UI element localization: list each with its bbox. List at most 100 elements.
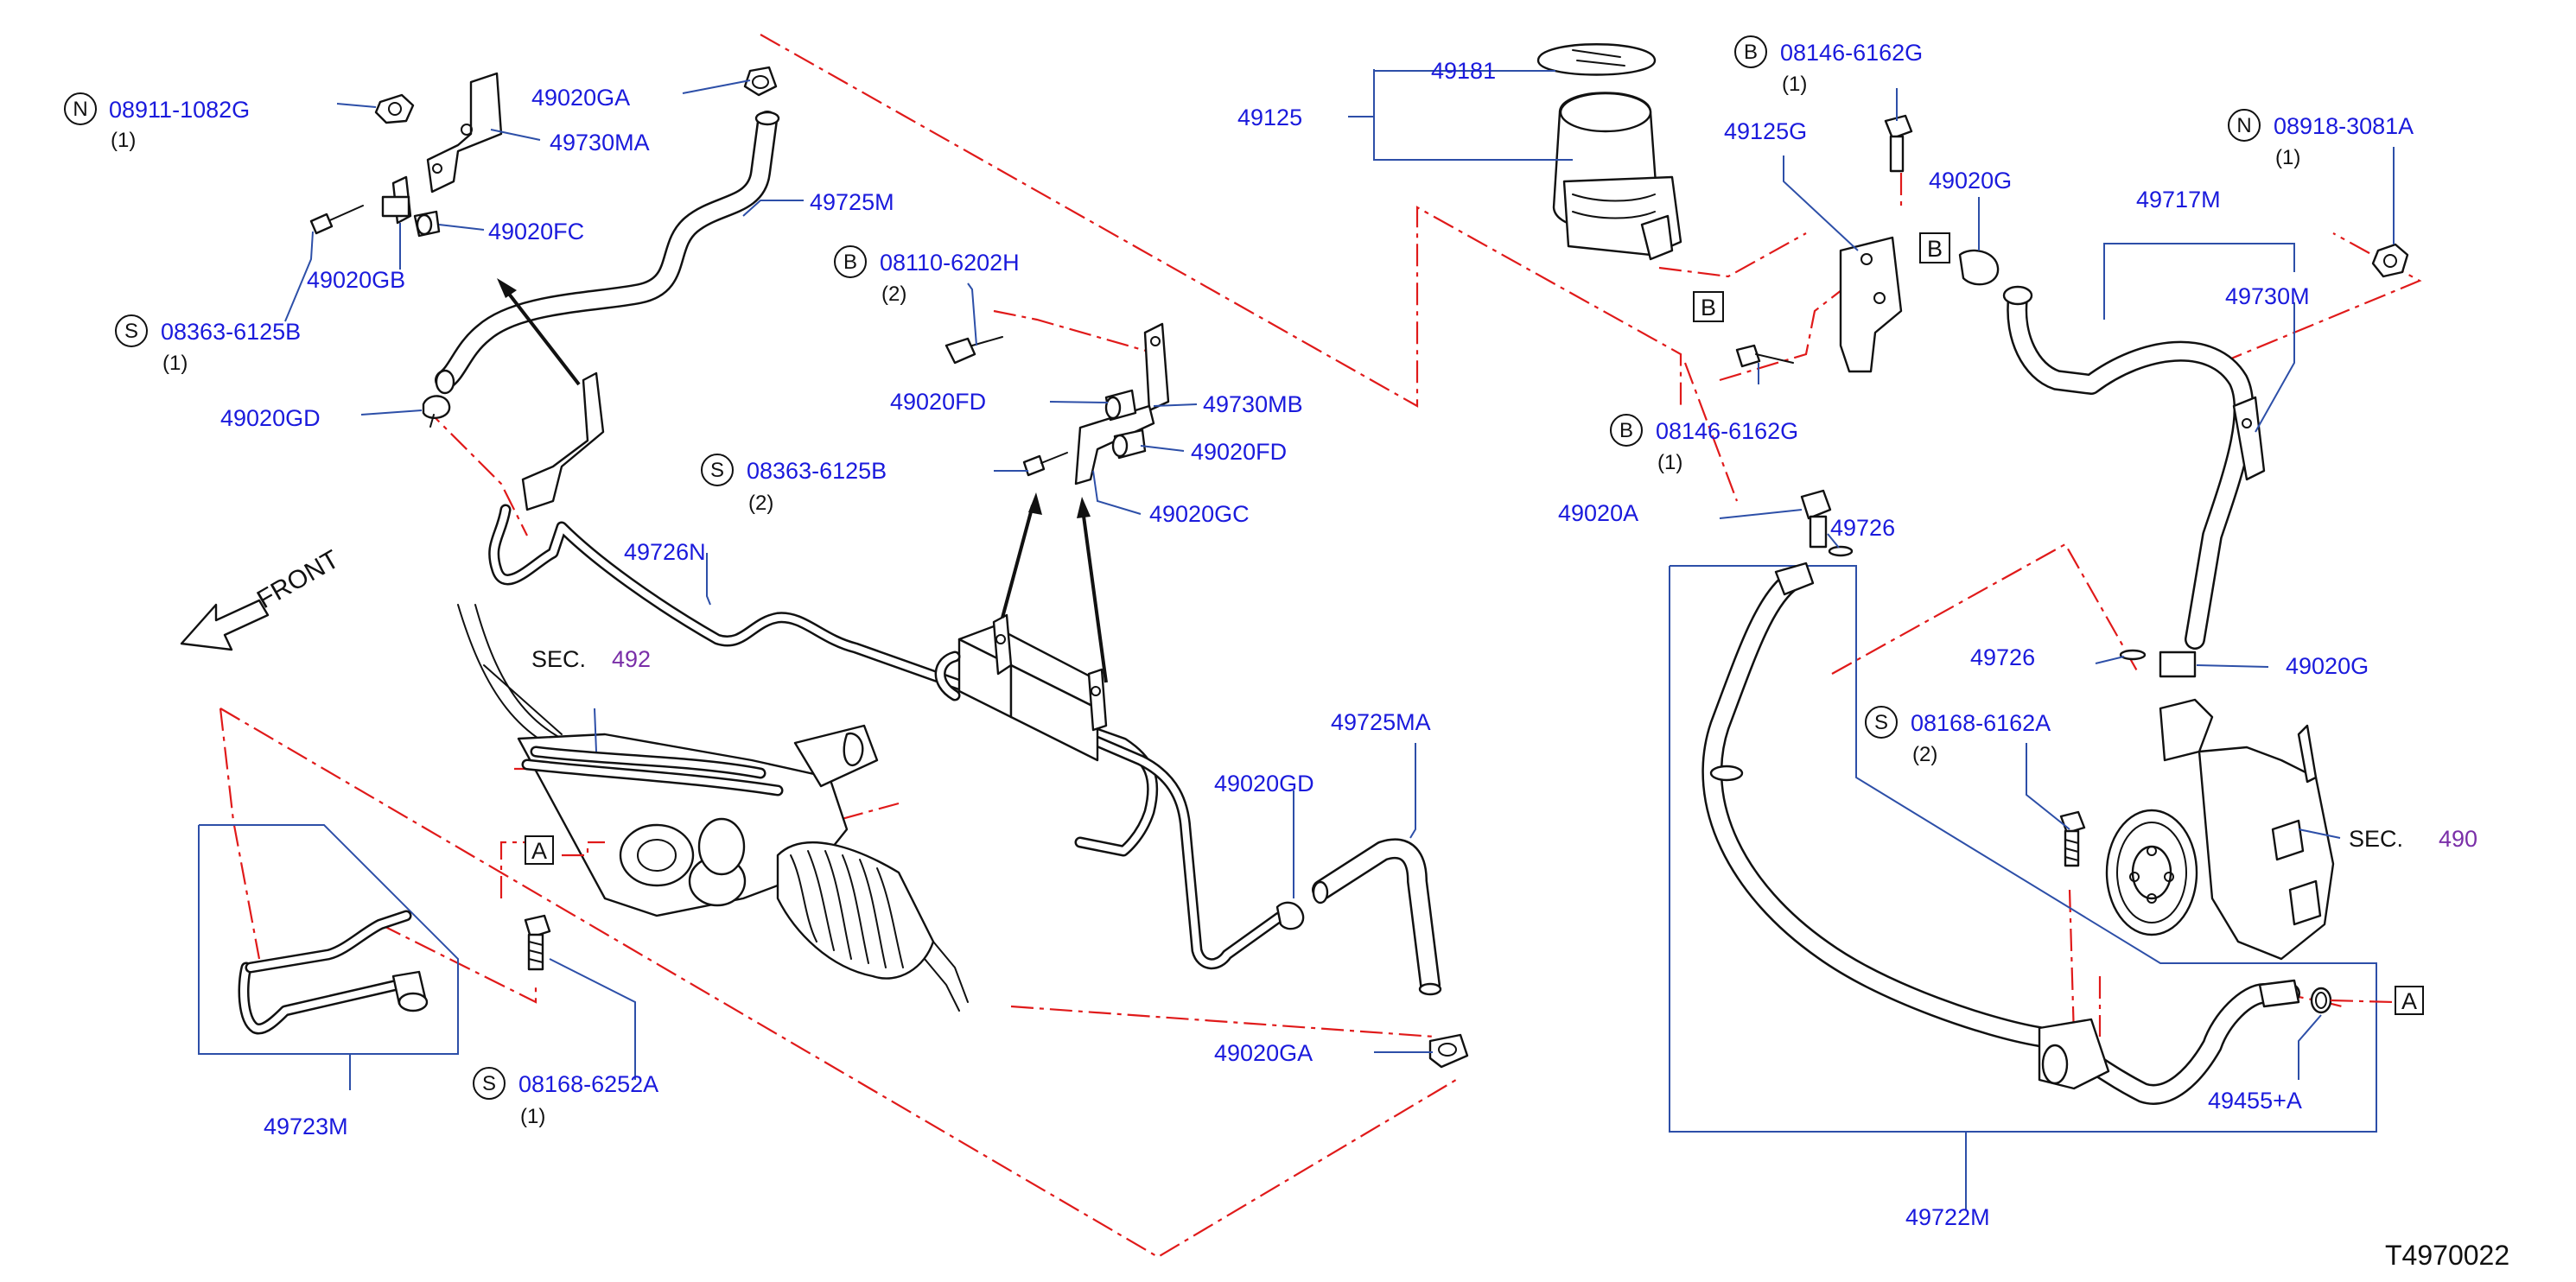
label-49020G-top: 49020G (1929, 168, 2012, 194)
svg-text:(2): (2) (1912, 743, 1937, 766)
front-direction-arrow (180, 599, 270, 651)
label-49020GB: 49020GB (307, 267, 405, 293)
svg-text:08363-6125B: 08363-6125B (161, 319, 301, 345)
pump-assembly (2105, 698, 2335, 961)
clamp-49020GD-left (422, 395, 451, 428)
svg-text:N: N (2236, 114, 2251, 137)
bracket-49730MB (1074, 322, 1170, 486)
svg-text:N: N (73, 98, 87, 121)
svg-text:08110-6202H: 08110-6202H (880, 250, 1020, 276)
svg-text:08168-6252A: 08168-6252A (518, 1071, 658, 1097)
label-49722M: 49722M (1905, 1204, 1990, 1230)
section-ref-490: SEC. 490 (2349, 826, 2477, 852)
svg-text:A: A (531, 838, 547, 864)
label-49181: 49181 (1431, 58, 1496, 84)
svg-text:08146-6162G: 08146-6162G (1780, 40, 1923, 66)
label-49726N: 49726N (624, 539, 706, 565)
banjo-bolt-49020A (1800, 489, 1832, 549)
label-49020GD-left: 49020GD (220, 405, 321, 431)
label-49730MB: 49730MB (1203, 391, 1303, 417)
callout-b-bracket: B (1919, 232, 1950, 263)
label-49726-1: 49726 (1830, 515, 1895, 541)
label-49717M: 49717M (2136, 187, 2221, 213)
svg-text:S: S (482, 1072, 496, 1095)
svg-text:A: A (2401, 988, 2417, 1014)
label-49020FD-2: 49020FD (1191, 439, 1287, 465)
hose-49725MA (1312, 838, 1442, 996)
callout-b-reservoir: B (1693, 291, 1724, 322)
tube-49726N (488, 504, 1285, 970)
svg-text:(1): (1) (162, 352, 188, 375)
svg-text:08363-6125B: 08363-6125B (747, 458, 887, 484)
callout-a-left: A (525, 835, 605, 865)
bolt-08146-bottom (1735, 344, 1794, 368)
svg-text:492: 492 (612, 646, 651, 672)
fastener-label-n2: N 08918-3081A (1) (2228, 109, 2414, 169)
bracket-49730M (2232, 396, 2266, 481)
svg-text:490: 490 (2439, 826, 2477, 852)
fastener-label-s1: S 08363-6125B (1) (115, 314, 301, 375)
nut-08911 (374, 93, 415, 124)
svg-text:B: B (1927, 236, 1943, 262)
svg-text:08918-3081A: 08918-3081A (2274, 113, 2414, 139)
svg-text:(2): (2) (748, 492, 773, 515)
clamp-49020GA-top (743, 66, 778, 97)
clamp-49020G-bottom (2159, 651, 2197, 678)
label-49020G-bottom: 49020G (2286, 653, 2369, 679)
section-ref-492: SEC. 492 (531, 646, 651, 672)
steering-gear-assembly (457, 604, 969, 1012)
pointer-arrow-left (497, 278, 581, 386)
hose-49725M (435, 111, 780, 395)
fastener-label-s3: S 08168-6252A (1) (473, 1067, 658, 1128)
reservoir-tank-49125 (1552, 92, 1682, 261)
detail-group-49723M (198, 824, 459, 1055)
label-49020GA-bottom: 49020GA (1214, 1040, 1313, 1066)
label-49723M: 49723M (264, 1114, 348, 1139)
washer-49726-2 (2119, 649, 2147, 661)
bolt-08168-6252A (524, 914, 551, 971)
label-49020GC: 49020GC (1149, 501, 1250, 527)
label-49020GA-top: 49020GA (531, 85, 630, 111)
grommet-49020FD-1 (1104, 389, 1137, 422)
label-49020FD-1: 49020FD (890, 389, 986, 415)
fastener-label-b1: B 08110-6202H (2) (834, 245, 1020, 306)
label-49725MA: 49725MA (1331, 709, 1431, 735)
detail-group-49722M (1669, 562, 2377, 1133)
figure-id: T4970022 (2385, 1240, 2509, 1271)
svg-text:(1): (1) (1782, 73, 1807, 96)
label-49020A: 49020A (1558, 500, 1638, 526)
reservoir-cap-49181 (1536, 43, 1657, 76)
label-49020FC: 49020FC (488, 219, 584, 244)
bracket-49730MA (426, 72, 503, 194)
svg-text:B: B (1701, 295, 1716, 320)
svg-text:B: B (1619, 419, 1633, 442)
bolt-08110 (945, 336, 1003, 365)
svg-text:(1): (1) (1657, 451, 1682, 474)
fastener-label-b3: B 08146-6162G (1) (1610, 414, 1798, 474)
label-49730M: 49730M (2225, 283, 2310, 309)
bracket-49020GB (381, 175, 412, 225)
front-label: FRONT (252, 545, 344, 614)
svg-text:08911-1082G: 08911-1082G (109, 97, 250, 123)
svg-text:SEC.: SEC. (2349, 826, 2403, 852)
svg-text:(2): (2) (881, 282, 906, 306)
hose-49717M (2002, 285, 2255, 650)
label-49020GD-mid: 49020GD (1214, 771, 1314, 796)
label-49726-2: 49726 (1970, 644, 2035, 670)
bolt-08146-top (1884, 114, 1913, 173)
washer-49726-1 (1828, 545, 1854, 557)
grommet-49020FD-2 (1111, 428, 1147, 460)
svg-text:S: S (124, 320, 138, 343)
fastener-label-s2: S 08363-6125B (2) (701, 454, 887, 515)
pointer-arrows-center (1001, 492, 1108, 683)
svg-text:S: S (710, 459, 724, 482)
bolt-08363-center (1022, 452, 1068, 477)
svg-text:S: S (1874, 711, 1888, 734)
nut-08918 (2371, 243, 2409, 278)
svg-text:B: B (843, 251, 857, 274)
bolt-08168-6162A (2059, 810, 2086, 867)
callout-a-right: A (2330, 986, 2424, 1015)
bracket-49125G (1839, 236, 1903, 373)
label-49725M: 49725M (810, 189, 894, 215)
